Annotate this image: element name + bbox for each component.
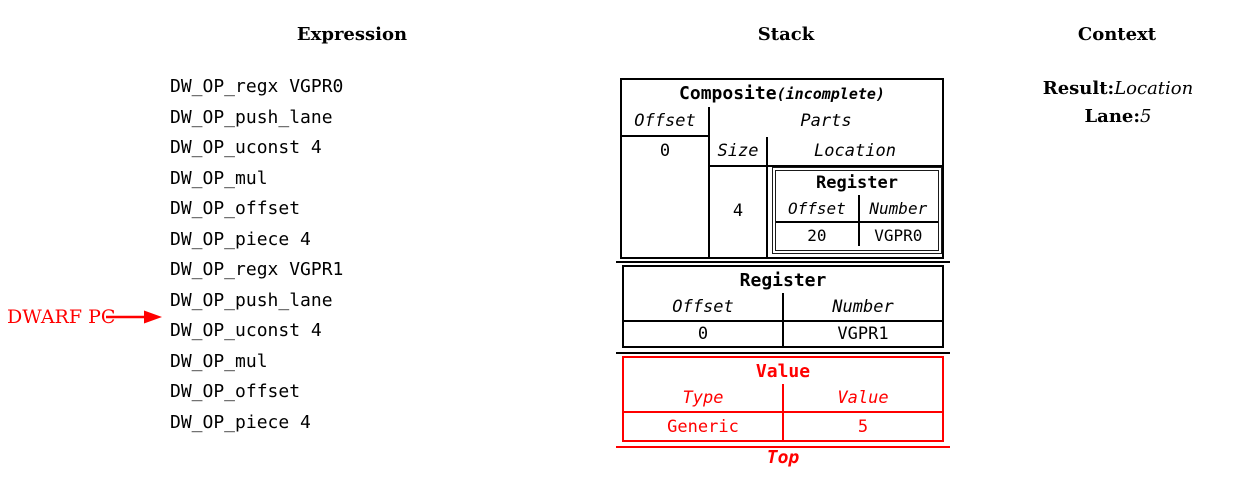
nested-register-number-value: VGPR0 xyxy=(874,225,923,245)
dwarf-pc-label: DWARF PC xyxy=(7,306,116,328)
value-title: Value xyxy=(755,360,811,382)
context-result-line: Result:Location xyxy=(968,78,1241,102)
composite-location-header: Location xyxy=(814,141,896,161)
context-lane-line: Lane:5 xyxy=(968,106,1241,130)
nested-register-header-rule xyxy=(776,221,938,223)
nested-register-offset-header: Offset xyxy=(788,198,846,218)
composite-size-header: Size xyxy=(717,141,759,161)
composite-offset-header: Offset xyxy=(634,111,696,131)
stack-top-label: Top xyxy=(766,447,800,468)
expression-op-row: DW_OP_push_lane xyxy=(170,106,333,128)
nested-register-number-header: Number xyxy=(869,198,928,218)
expression-op-row: DW_OP_uconst 4 xyxy=(170,320,322,342)
composite-title-row: Composite(incomplete) xyxy=(622,80,942,107)
stack-column-header: Stack xyxy=(757,24,815,45)
context-column-header: Context xyxy=(1077,24,1157,45)
composite-parts-header-rule xyxy=(710,165,942,167)
expression-op-row: DW_OP_uconst 4 xyxy=(170,137,322,159)
stack-separator xyxy=(616,352,950,354)
composite-size-location-divider xyxy=(766,137,768,257)
expression-op-row: DW_OP_mul xyxy=(170,350,268,372)
value-type-header: Type xyxy=(682,387,724,408)
expression-op-row: DW_OP_offset xyxy=(170,198,301,220)
context-result-label: Result: xyxy=(1042,78,1115,99)
context-lane-value: 5 xyxy=(1140,106,1152,127)
nested-register-column-divider xyxy=(857,195,860,246)
register-header-rule xyxy=(624,320,942,322)
value-value-value: 5 xyxy=(857,416,869,437)
value-type-value: Generic xyxy=(667,416,739,437)
composite-offset-value: 0 xyxy=(659,141,671,161)
value-header-rule xyxy=(624,411,942,413)
expression-op-row: DW_OP_piece 4 xyxy=(170,228,311,250)
composite-title: Composite xyxy=(679,83,777,104)
value-value-header: Value xyxy=(837,387,889,408)
expression-op-row: DW_OP_piece 4 xyxy=(170,412,311,434)
context-lane-label: Lane: xyxy=(1084,106,1141,127)
expression-op-row: DW_OP_mul xyxy=(170,167,268,189)
register-column-divider xyxy=(782,293,784,346)
stack-entry-composite: Composite(incomplete) Offset 0 Parts Siz… xyxy=(620,78,944,259)
composite-offset-parts-divider xyxy=(708,107,710,257)
stack-entry-value: Value Type Value Generic 5 xyxy=(622,356,944,442)
composite-offset-header-rule xyxy=(622,135,708,137)
dwarf-pc-arrow-icon xyxy=(106,310,162,324)
register-number-value: VGPR1 xyxy=(837,324,889,344)
register-offset-header: Offset xyxy=(672,296,734,317)
expression-op-row: DW_OP_regx VGPR0 xyxy=(170,76,344,97)
expression-column-header: Expression xyxy=(296,24,408,45)
nested-register-title: Register xyxy=(816,173,898,193)
expression-op-row: DW_OP_offset xyxy=(170,381,301,403)
register-number-header: Number xyxy=(832,296,894,317)
composite-parts-header: Parts xyxy=(800,111,852,131)
composite-part-size-value: 4 xyxy=(732,201,744,221)
stack-top-separator xyxy=(616,446,950,448)
expression-op-list: DW_OP_regx VGPR0 DW_OP_push_lane DW_OP_u… xyxy=(170,72,343,439)
composite-annotation: (incomplete) xyxy=(776,84,885,103)
nested-register-table: Register Offset Number 20 VGPR0 xyxy=(775,170,939,251)
context-result-value: Location xyxy=(1114,78,1194,99)
composite-part-location-register: Register Offset Number 20 VGPR0 xyxy=(772,167,942,254)
register-title: Register xyxy=(739,269,827,291)
stack-separator xyxy=(616,261,950,263)
expression-op-row: DW_OP_push_lane xyxy=(170,289,333,311)
nested-register-offset-value: 20 xyxy=(807,225,827,245)
register-offset-value: 0 xyxy=(697,324,709,344)
stack-entry-register: Register Offset Number 0 VGPR1 xyxy=(622,265,944,348)
expression-op-row: DW_OP_regx VGPR1 xyxy=(170,259,344,281)
